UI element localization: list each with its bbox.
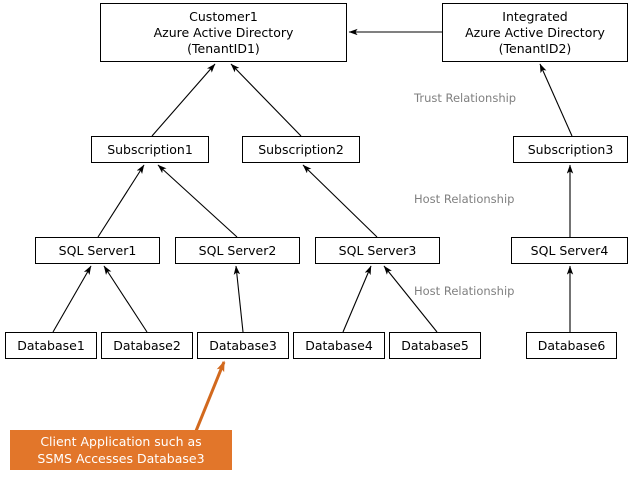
edge-callout-to-database3 bbox=[194, 360, 226, 432]
node-label-line: SQL Server3 bbox=[338, 242, 417, 258]
node-label-line: Database4 bbox=[305, 337, 373, 353]
node-label-line: SQL Server2 bbox=[198, 242, 277, 258]
node-label-line: (TenantID1) bbox=[187, 40, 260, 56]
edge-sql-server2-to-subscription1 bbox=[157, 164, 238, 238]
edge-database4-to-sql-server3 bbox=[342, 265, 372, 333]
node-sql-server1[interactable]: SQL Server1 bbox=[35, 237, 160, 264]
node-database3[interactable]: Database3 bbox=[197, 332, 289, 359]
node-sql-server4[interactable]: SQL Server4 bbox=[511, 237, 628, 264]
client-application-callout[interactable]: Client Application such as SSMS Accesses… bbox=[10, 430, 232, 470]
node-subscription1[interactable]: Subscription1 bbox=[91, 136, 209, 163]
node-integrated-azure-active-directory[interactable]: Integrated Azure Active Directory (Tenan… bbox=[442, 3, 628, 62]
edge-subscription2-to-customer1-aad bbox=[230, 63, 302, 137]
node-sql-server2[interactable]: SQL Server2 bbox=[175, 237, 300, 264]
edge-database1-to-sql-server1 bbox=[52, 265, 92, 333]
edge-database3-to-sql-server2 bbox=[233, 265, 244, 333]
node-database5[interactable]: Database5 bbox=[389, 332, 481, 359]
node-label-line: Database3 bbox=[209, 337, 277, 353]
node-label-line: Integrated bbox=[502, 8, 568, 24]
callout-label-line: Client Application such as bbox=[40, 434, 202, 449]
edge-subscription1-to-customer1-aad bbox=[151, 63, 216, 137]
node-customer1-azure-active-directory[interactable]: Customer1 Azure Active Directory (Tenant… bbox=[100, 3, 347, 62]
host-relationship-label-upper: Host Relationship bbox=[414, 192, 515, 206]
node-label-line: Subscription3 bbox=[527, 141, 614, 157]
node-database1[interactable]: Database1 bbox=[5, 332, 97, 359]
node-sql-server3[interactable]: SQL Server3 bbox=[315, 237, 440, 264]
node-label-line: Azure Active Directory bbox=[153, 24, 294, 40]
node-subscription2[interactable]: Subscription2 bbox=[242, 136, 360, 163]
node-label-line: Subscription2 bbox=[258, 141, 344, 157]
edge-database5-to-sql-server3 bbox=[383, 265, 438, 333]
node-subscription3[interactable]: Subscription3 bbox=[513, 136, 628, 163]
node-database2[interactable]: Database2 bbox=[101, 332, 193, 359]
node-label-line: SQL Server1 bbox=[58, 242, 137, 258]
edge-subscription3-to-integrated-aad bbox=[539, 63, 573, 137]
node-label-line: Database6 bbox=[537, 337, 606, 353]
node-database6[interactable]: Database6 bbox=[526, 332, 617, 359]
node-label-line: Subscription1 bbox=[107, 141, 193, 157]
edge-sql-server1-to-subscription1 bbox=[97, 164, 145, 238]
node-database4[interactable]: Database4 bbox=[293, 332, 385, 359]
node-label-line: Customer1 bbox=[189, 8, 258, 24]
node-label-line: Database2 bbox=[113, 337, 181, 353]
edge-sql-server3-to-subscription2 bbox=[302, 164, 378, 238]
callout-label-line: SSMS Accesses Database3 bbox=[37, 451, 205, 466]
node-label-line: (TenantID2) bbox=[498, 40, 572, 56]
node-label-line: Azure Active Directory bbox=[465, 24, 605, 40]
trust-relationship-label: Trust Relationship bbox=[414, 91, 517, 105]
node-label-line: Database1 bbox=[17, 337, 85, 353]
node-label-line: Database5 bbox=[401, 337, 469, 353]
edge-database2-to-sql-server1 bbox=[103, 265, 148, 333]
host-relationship-label-lower: Host Relationship bbox=[414, 284, 515, 298]
node-label-line: SQL Server4 bbox=[530, 242, 609, 258]
